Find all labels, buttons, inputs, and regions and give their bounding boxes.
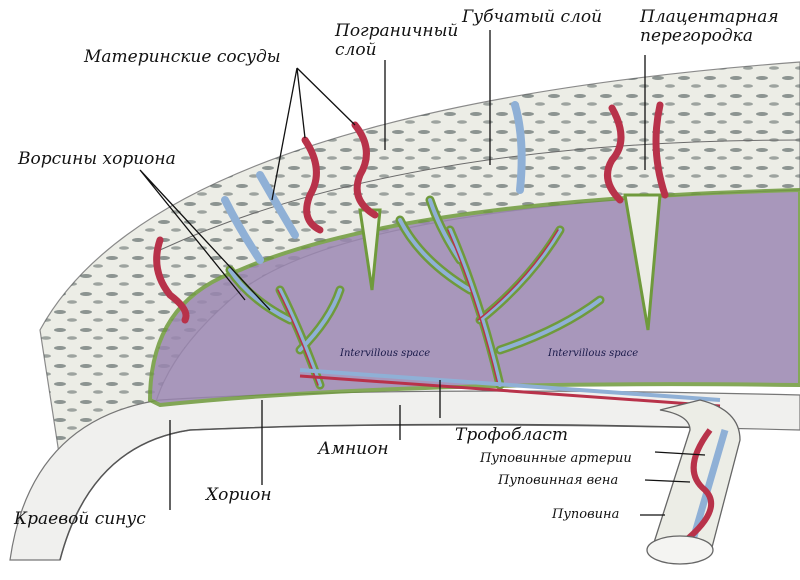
label-amnion: Амнион (318, 439, 389, 459)
label-placental-septum: Плацентарная перегородка (640, 8, 779, 45)
villus-tree-center (395, 195, 605, 390)
label-umbilical-cord: Пуповина (552, 507, 620, 522)
label-placental-septum-line1: Плацентарная (640, 7, 779, 27)
vein-3 (511, 101, 526, 194)
maternal-vessels (153, 101, 669, 324)
label-marginal-sinus: Краевой синус (14, 509, 146, 529)
label-maternal-vessels: Материнские сосуды (84, 47, 281, 67)
label-chorionic-villi: Ворсины хориона (18, 149, 176, 169)
label-trophoblast: Трофобласт (455, 425, 568, 445)
chorionic-vessel-blue (299, 368, 721, 402)
label-placental-septum-line2: перегородка (640, 25, 753, 46)
artery-5 (652, 101, 669, 199)
spongy-layer-line (159, 139, 800, 251)
label-chorion: Хорион (206, 485, 272, 505)
artery-1 (153, 236, 190, 324)
label-spongy-layer: Губчатый слой (462, 7, 603, 27)
label-border-layer-line2: слой (335, 39, 377, 60)
label-intervillous-space-2: Intervillous space (548, 348, 639, 359)
septum-2 (623, 193, 662, 331)
umbilical-arteries (678, 428, 715, 548)
umbilical-cord-end (646, 535, 714, 565)
amnion-line (59, 423, 721, 561)
label-intervillous-space-1: Intervillous space (340, 348, 431, 359)
villus-tree-left (225, 265, 345, 390)
label-border-layer: Пограничный слой (335, 22, 458, 59)
label-umbilical-vein: Пуповинная вена (498, 473, 619, 488)
chorionic-vessel-red (299, 374, 721, 408)
artery-3 (351, 121, 379, 219)
artery-4 (604, 104, 625, 204)
vein-1 (221, 196, 264, 264)
label-umbilical-arteries: Пуповинные артерии (480, 451, 632, 466)
vein-2 (256, 171, 299, 239)
leader-lines (139, 30, 706, 516)
artery-2 (301, 136, 324, 234)
label-border-layer-line1: Пограничный (335, 21, 459, 41)
